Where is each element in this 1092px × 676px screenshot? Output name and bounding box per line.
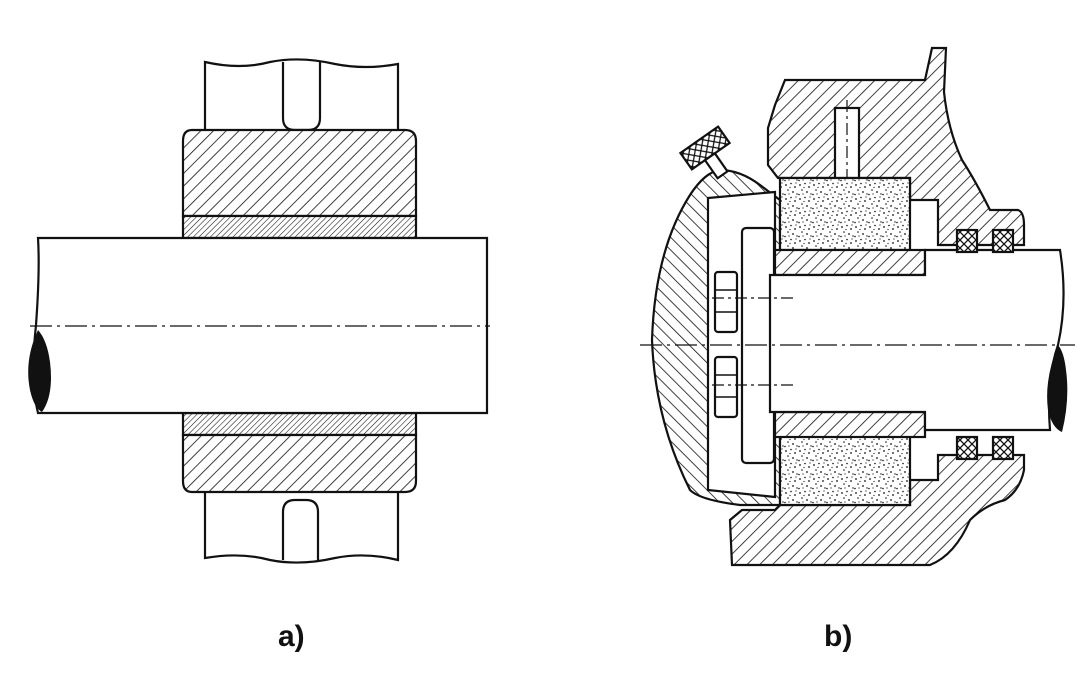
view-a-plain-bearing — [28, 58, 490, 564]
view-a-upper-housing — [181, 128, 418, 218]
view-b-bolt-lower — [713, 355, 739, 419]
view-b-shaft-break — [1047, 345, 1068, 432]
caption-view-b: b) — [824, 620, 853, 653]
view-a-shaft-break — [28, 330, 51, 412]
view-b-housing-bottom — [728, 453, 1026, 567]
view-a-lower-housing — [181, 433, 418, 494]
view-b-seal-2 — [991, 228, 1015, 254]
view-a-lower-web — [281, 498, 320, 560]
view-b-seal-1 — [955, 228, 979, 254]
view-b-seal-4 — [991, 435, 1015, 461]
view-b-shaft — [768, 248, 1065, 432]
view-b-lower-bushing — [773, 410, 927, 439]
view-a-lower-support — [203, 492, 400, 564]
view-b-bolt-upper — [713, 270, 739, 334]
view-a-upper-support — [203, 58, 400, 135]
view-a-upper-bushing — [181, 214, 418, 240]
view-b-lubricator — [678, 125, 732, 180]
view-b-seal-3 — [955, 435, 979, 461]
view-b-lower-felt — [778, 433, 912, 507]
view-a-lower-bushing — [181, 411, 418, 437]
view-b-bearing-with-felt-ring — [640, 46, 1075, 567]
view-b-upper-felt — [778, 176, 912, 252]
view-b-upper-bushing — [773, 248, 927, 277]
caption-view-a: a) — [278, 620, 305, 653]
